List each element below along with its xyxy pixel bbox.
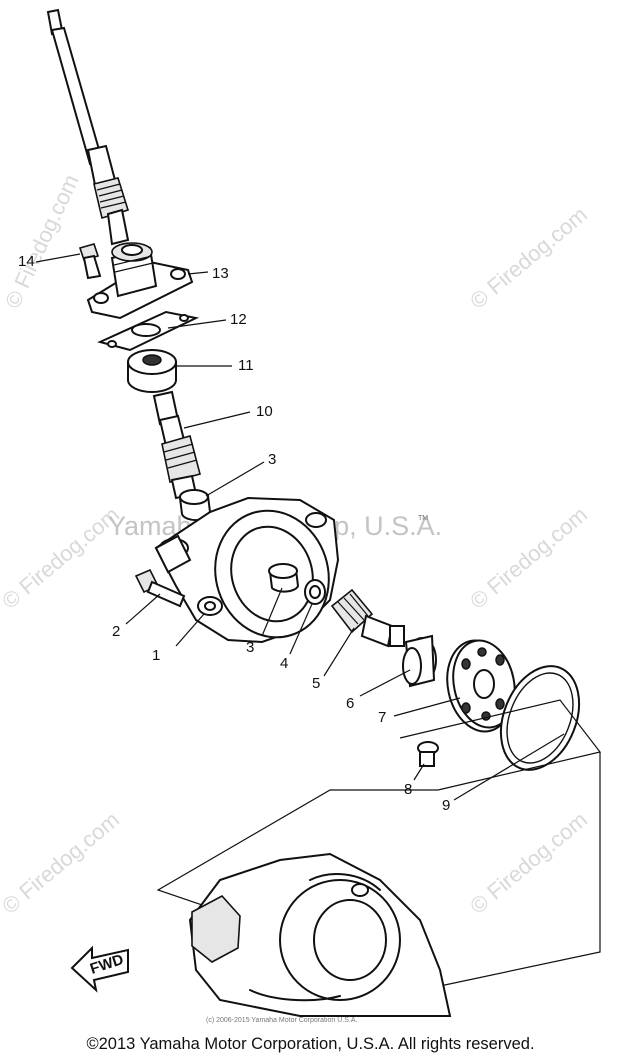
- watermark-tm: TM: [418, 515, 428, 522]
- watermark-left-mid: © Firedog.com: [0, 502, 124, 614]
- part-5-drive-gear: [330, 588, 405, 648]
- leader-lines: [35, 253, 565, 801]
- callout-14: 14: [18, 253, 35, 270]
- watermark-right-mid: © Firedog.com: [465, 502, 592, 614]
- part-2-bolt: [134, 568, 186, 608]
- part-13-housing: [86, 242, 194, 320]
- gearbox-housing: [188, 852, 452, 1017]
- part-6-collar: [402, 634, 437, 688]
- part-9-oring: [499, 665, 581, 771]
- part-1-gear-housing: [154, 496, 340, 644]
- part-8-screw: [417, 741, 439, 767]
- callout-11: 11: [238, 357, 254, 374]
- part-4-washer: [304, 579, 326, 605]
- speedometer-cable: [46, 8, 130, 246]
- callout-4: 4: [280, 655, 288, 672]
- part-10-driven-gear: [152, 390, 201, 500]
- watermark-right-top: © Firedog.com: [465, 202, 592, 314]
- callout-12: 12: [230, 311, 247, 328]
- callout-8: 8: [404, 781, 412, 798]
- callout-6: 6: [346, 695, 354, 712]
- callout-10: 10: [256, 403, 273, 420]
- part-11-bushing: [127, 349, 177, 393]
- part-12-gasket: [97, 310, 200, 352]
- part-3-upper-bushing: [178, 489, 212, 522]
- callout-13: 13: [212, 265, 229, 282]
- watermark-left-bottom: © Firedog.com: [0, 807, 124, 919]
- part-3-lower-bushing: [268, 563, 300, 593]
- small-copyright: (c) 2006-2015 Yamaha Motor Corporation U…: [206, 1017, 358, 1024]
- callout-3-lower: 3: [246, 639, 254, 656]
- callout-3-upper: 3: [268, 451, 276, 468]
- callout-1: 1: [152, 647, 160, 664]
- callout-9: 9: [442, 797, 450, 814]
- part-14-bolt: [78, 243, 102, 280]
- fwd-arrow-icon: FWD: [70, 945, 129, 993]
- callout-numbers: 14 13 12 11 10 3 2 3 1 4 5 6 7 8 9: [18, 253, 450, 814]
- callout-7: 7: [378, 709, 386, 726]
- callout-5: 5: [312, 675, 320, 692]
- watermark-left-top: © Firedog.com: [0, 171, 84, 313]
- callout-2: 2: [112, 623, 120, 640]
- footer-copyright: ©2013 Yamaha Motor Corporation, U.S.A. A…: [86, 1035, 535, 1053]
- part-7-plate: [446, 639, 516, 733]
- watermark-right-bottom: © Firedog.com: [465, 807, 592, 919]
